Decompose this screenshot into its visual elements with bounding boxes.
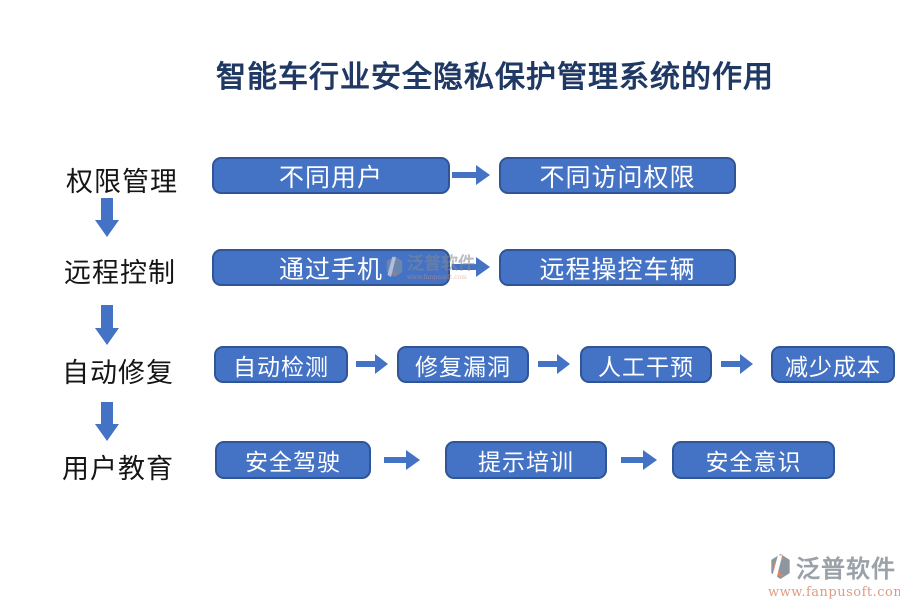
flow-box: 安全意识 bbox=[672, 441, 835, 479]
footer-url: www.fanpusoft.com bbox=[768, 585, 900, 600]
down-arrow-icon bbox=[95, 198, 119, 237]
flow-box: 不同用户 bbox=[212, 157, 450, 194]
watermark-url: www.fanpusoft.com bbox=[407, 274, 467, 281]
watermark: 泛普软件 www.fanpusoft.com bbox=[384, 255, 475, 281]
flow-box: 安全驾驶 bbox=[215, 441, 371, 479]
fanpu-logo-icon bbox=[771, 554, 790, 579]
flow-box: 人工干预 bbox=[580, 346, 712, 383]
flow-box: 自动检测 bbox=[214, 346, 348, 383]
fanpu-logo-icon bbox=[386, 256, 403, 277]
flow-box: 通过手机 bbox=[212, 249, 450, 286]
right-arrow-icon bbox=[356, 354, 388, 374]
flow-box: 提示培训 bbox=[445, 441, 607, 479]
right-arrow-icon bbox=[538, 354, 570, 374]
right-arrow-icon bbox=[452, 257, 490, 277]
watermark-brand: 泛普软件 bbox=[407, 254, 475, 274]
down-arrow-icon bbox=[95, 305, 119, 345]
footer-brand: 泛普软件 bbox=[796, 554, 896, 583]
page-title: 智能车行业安全隐私保护管理系统的作用 bbox=[216, 60, 774, 95]
right-arrow-icon bbox=[621, 450, 657, 470]
right-arrow-icon bbox=[384, 450, 420, 470]
right-arrow-icon bbox=[721, 354, 753, 374]
flow-box: 远程操控车辆 bbox=[499, 249, 736, 286]
row-label-autofix: 自动修复 bbox=[62, 358, 174, 389]
flow-box: 减少成本 bbox=[771, 346, 895, 383]
flow-box: 修复漏洞 bbox=[397, 346, 529, 383]
flow-box: 不同访问权限 bbox=[499, 157, 736, 194]
right-arrow-icon bbox=[452, 165, 490, 185]
down-arrow-icon bbox=[95, 402, 119, 441]
footer-logo: 泛普软件 www.fanpusoft.com bbox=[768, 549, 900, 600]
row-label-remote: 远程控制 bbox=[64, 258, 176, 289]
row-label-permission: 权限管理 bbox=[66, 167, 178, 198]
row-label-education: 用户教育 bbox=[62, 454, 174, 485]
